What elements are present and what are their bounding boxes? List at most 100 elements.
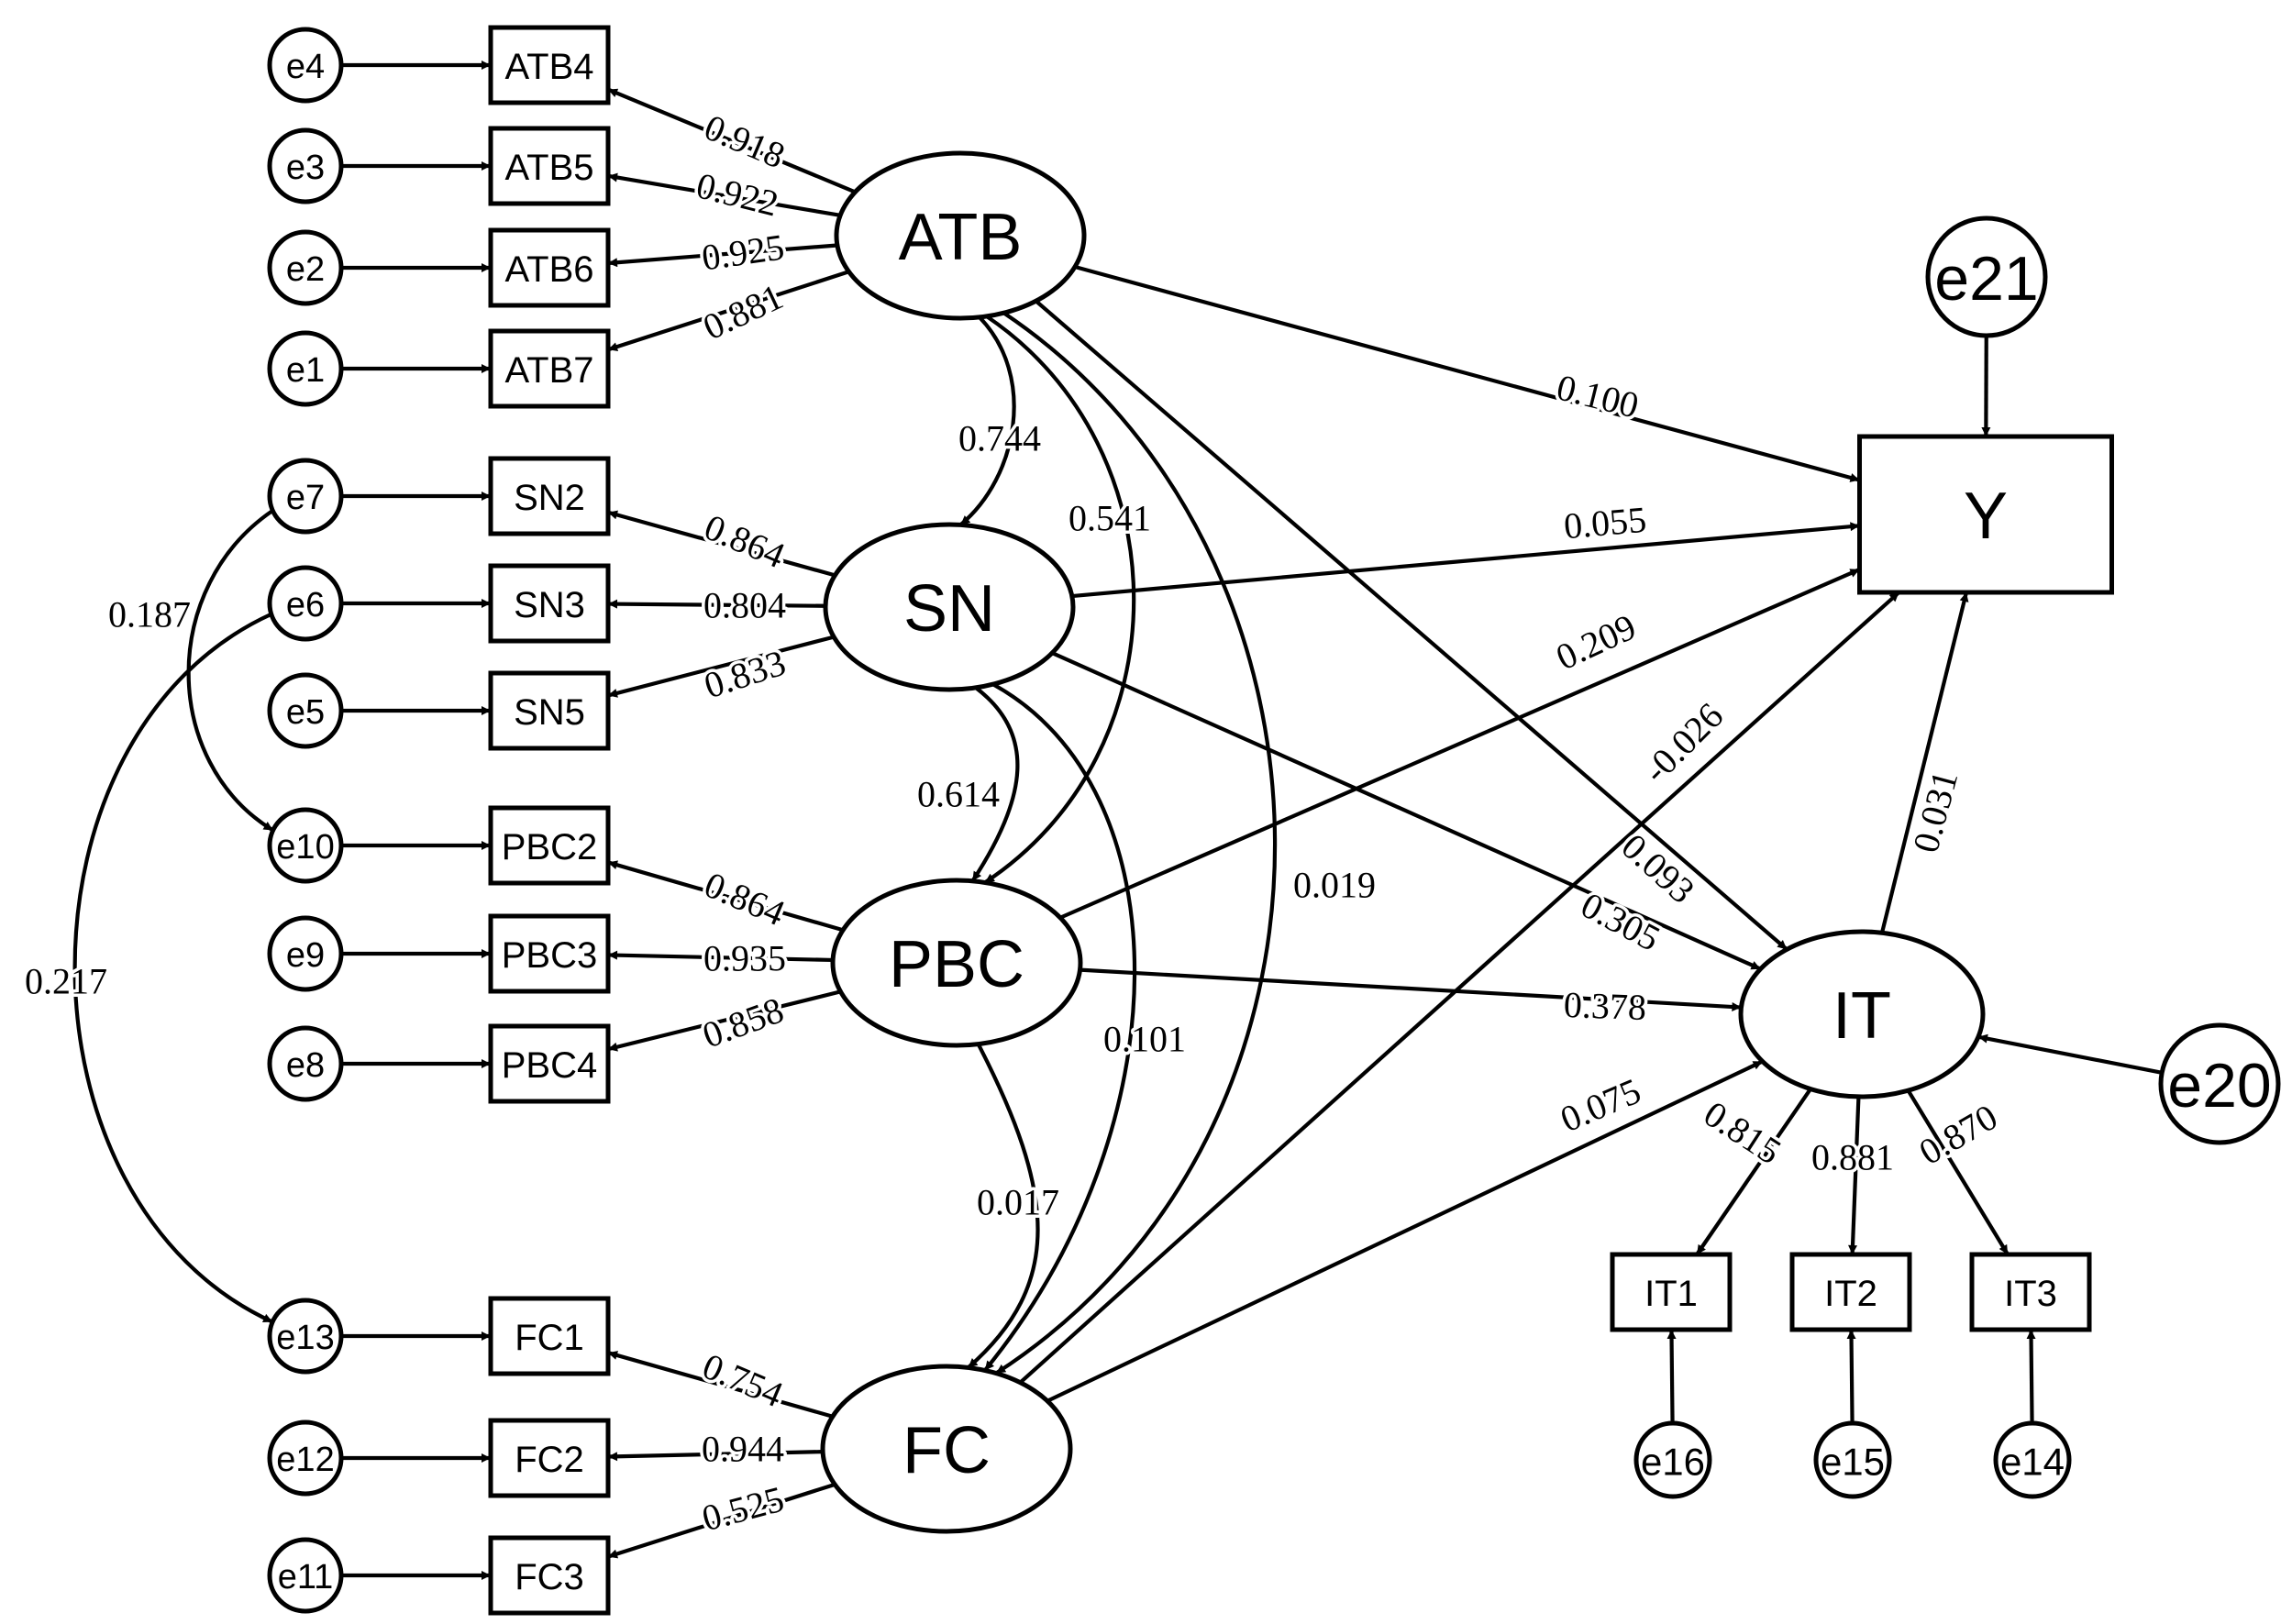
indicator-atb4: ATB4 xyxy=(488,25,611,105)
node-label-pbc: PBC xyxy=(889,928,1024,1001)
loading-label-it2: 0.881 xyxy=(1811,1137,1894,1178)
indicator-sn2: SN2 xyxy=(488,456,611,536)
node-label-sn5: SN5 xyxy=(514,692,585,733)
loading-arrow-sn3 xyxy=(607,599,826,609)
node-label-atb7: ATB7 xyxy=(504,350,593,391)
loading-label-sn3: 0.804 xyxy=(703,585,786,626)
path-label-pbc-it: 0.378 xyxy=(1563,984,1647,1028)
error-term-e9: e9 xyxy=(267,915,344,992)
covariance-label-atb-sn: 0.744 xyxy=(958,418,1041,459)
covariance-label-e7-e10: 0.187 xyxy=(108,594,191,635)
indicator-atb5: ATB5 xyxy=(488,126,611,206)
node-label-e6: e6 xyxy=(286,586,325,624)
indicator-pbc4: PBC4 xyxy=(488,1023,611,1104)
indicator-fc2: FC2 xyxy=(488,1418,611,1498)
node-label-e16: e16 xyxy=(1641,1441,1705,1484)
node-label-pbc3: PBC3 xyxy=(502,935,598,976)
error-term-e11: e11 xyxy=(267,1537,344,1614)
node-label-sn2: SN2 xyxy=(514,478,585,518)
loading-arrow-sn5 xyxy=(607,635,835,698)
covariance-label-pbc-fc: 0.017 xyxy=(977,1182,1059,1223)
loading-label-pbc3: 0.935 xyxy=(703,938,786,979)
node-label-atb: ATB xyxy=(899,201,1023,274)
path-arrow-it-y xyxy=(1879,591,1969,934)
node-label-it3: IT3 xyxy=(2004,1274,2057,1314)
loading-arrow-fc3 xyxy=(607,1482,836,1559)
covariance-label-atb-fc: 0.019 xyxy=(1293,865,1376,906)
covariance-arc-e6-e13 xyxy=(72,606,282,1324)
node-label-e1: e1 xyxy=(286,351,325,390)
loading-arrow-pbc3 xyxy=(607,950,834,963)
node-label-fc: FC xyxy=(902,1414,991,1487)
node-label-e2: e2 xyxy=(286,250,325,289)
node-label-e20: e20 xyxy=(2167,1051,2271,1121)
indicator-sn5: SN5 xyxy=(488,670,611,751)
node-label-fc1: FC1 xyxy=(515,1318,584,1358)
loading-arrow-atb4 xyxy=(607,87,857,194)
error-arrow-e15 xyxy=(1846,1329,1856,1424)
node-label-e4: e4 xyxy=(286,48,325,86)
node-label-it: IT xyxy=(1832,979,1891,1053)
loading-arrow-atb7 xyxy=(607,270,850,352)
error-term-e16: e16 xyxy=(1633,1420,1712,1499)
node-label-atb6: ATB6 xyxy=(504,249,593,290)
error-arrow-e20 xyxy=(1977,1033,2163,1075)
latent-fc: FC xyxy=(820,1364,1073,1534)
error-term-e5: e5 xyxy=(267,672,344,749)
node-label-y: Y xyxy=(1964,480,2008,553)
path-arrow-fc-it xyxy=(1046,1059,1764,1403)
indicator-it3: IT3 xyxy=(1969,1252,2092,1332)
node-label-atb5: ATB5 xyxy=(504,148,593,188)
edges-layer xyxy=(72,61,2163,1580)
node-label-sn: SN xyxy=(903,572,995,646)
nodes-layer: ATB4ATB5ATB6ATB7SN2SN3SN5PBC2PBC3PBC4FC1… xyxy=(267,25,2281,1616)
node-label-e14: e14 xyxy=(2000,1441,2065,1484)
indicator-sn3: SN3 xyxy=(488,563,611,644)
covariance-label-sn-pbc: 0.614 xyxy=(917,774,1000,815)
node-label-e15: e15 xyxy=(1821,1441,1885,1484)
node-label-e9: e9 xyxy=(286,936,325,975)
node-label-e21: e21 xyxy=(1934,244,2038,314)
path-arrow-pbc-it xyxy=(1080,967,1742,1011)
covariance-arc-atb-pbc xyxy=(976,307,1136,885)
indicator-pbc2: PBC2 xyxy=(488,805,611,886)
node-label-atb4: ATB4 xyxy=(504,47,593,87)
loading-label-fc2: 0.944 xyxy=(702,1429,784,1470)
loading-arrow-it3 xyxy=(1906,1089,2010,1256)
loading-arrow-fc1 xyxy=(607,1351,834,1419)
error-term-e15: e15 xyxy=(1813,1420,1892,1499)
node-label-fc2: FC2 xyxy=(515,1440,584,1480)
loading-arrow-sn2 xyxy=(607,510,836,578)
node-label-e11: e11 xyxy=(278,1558,334,1596)
covariance-label-sn-fc: 0.101 xyxy=(1103,1019,1186,1060)
path-arrow-atb-it xyxy=(1035,299,1788,951)
node-label-e7: e7 xyxy=(286,479,325,517)
loading-arrow-it1 xyxy=(1695,1088,1812,1256)
indicator-it2: IT2 xyxy=(1789,1252,1912,1332)
latent-sn: SN xyxy=(823,522,1076,692)
node-label-pbc2: PBC2 xyxy=(502,827,598,867)
error-term-e3: e3 xyxy=(267,127,344,204)
loading-arrow-pbc2 xyxy=(607,860,844,933)
error-term-e1: e1 xyxy=(267,330,344,407)
node-label-pbc4: PBC4 xyxy=(502,1045,598,1086)
node-label-e10: e10 xyxy=(276,828,334,867)
error-term-e4: e4 xyxy=(267,27,344,104)
outcome-y: Y xyxy=(1857,434,2114,595)
node-label-sn3: SN3 xyxy=(514,585,585,625)
error-term-e12: e12 xyxy=(267,1420,344,1497)
node-label-e12: e12 xyxy=(276,1441,334,1479)
path-arrow-fc-y xyxy=(1018,591,1900,1385)
latent-atb: ATB xyxy=(834,150,1087,321)
error-term-e2: e2 xyxy=(267,229,344,306)
indicator-fc1: FC1 xyxy=(488,1296,611,1376)
covariance-arc-sn-fc xyxy=(982,676,1137,1372)
error-term-e7: e7 xyxy=(267,458,344,535)
error-arrow-e14 xyxy=(2026,1329,2036,1424)
node-label-it1: IT1 xyxy=(1644,1274,1698,1314)
loading-arrow-it2 xyxy=(1848,1096,1861,1255)
loading-arrow-atb5 xyxy=(607,172,841,217)
node-label-it2: IT2 xyxy=(1824,1274,1877,1314)
error-term-e6: e6 xyxy=(267,565,344,642)
